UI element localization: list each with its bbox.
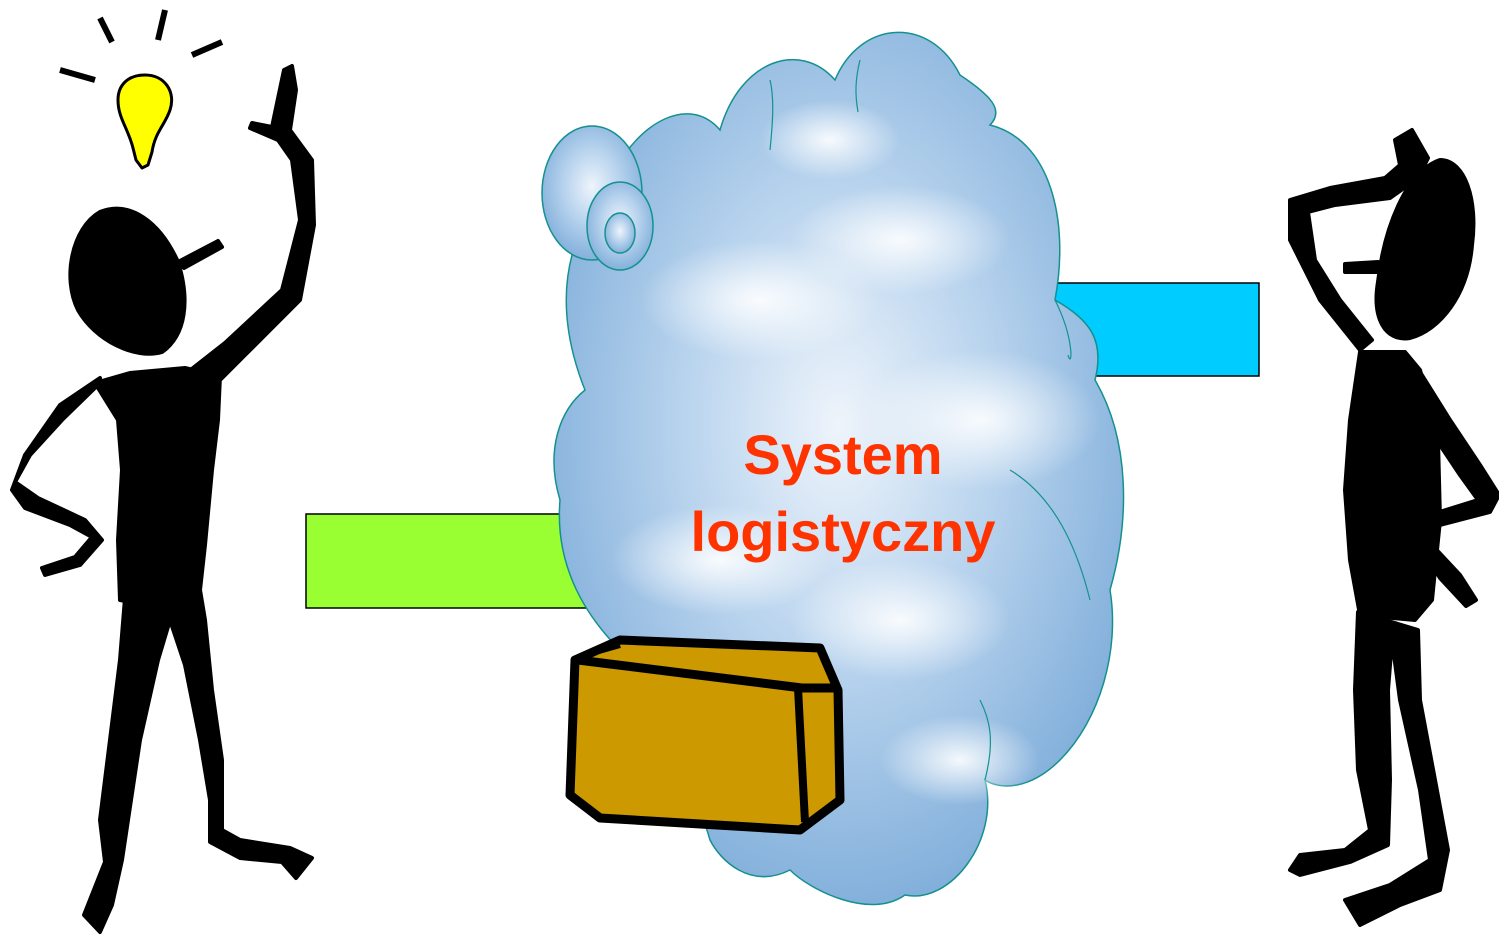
cloud-label-line2: logistyczny [691, 500, 996, 563]
thinking-person-icon [1288, 128, 1499, 927]
cloud-label-line1: System [743, 423, 942, 486]
lightbulb-icon [59, 9, 224, 170]
idea-person-icon [10, 64, 316, 934]
thought-bubbles [541, 125, 654, 271]
package-box-icon [565, 635, 845, 835]
